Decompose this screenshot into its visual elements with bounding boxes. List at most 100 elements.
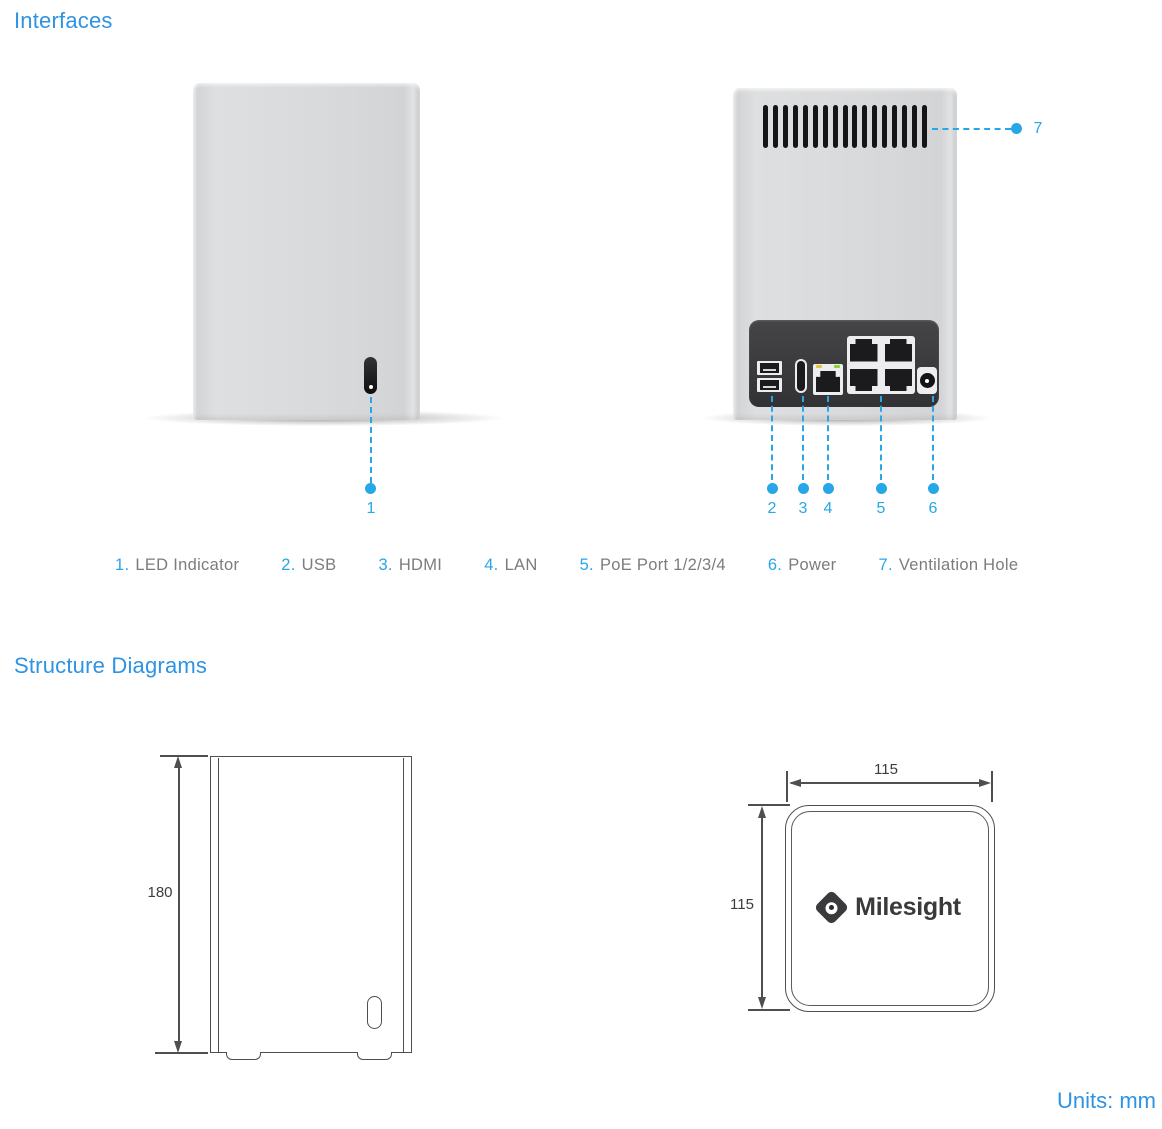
panel-seam-right (403, 758, 404, 1052)
vent-slot (822, 105, 828, 148)
poe-port-4 (884, 368, 912, 391)
callout-line-5 (880, 396, 882, 480)
milesight-logo: Milesight (785, 886, 995, 928)
top-outline-inner-edge (791, 811, 989, 1006)
milesight-logo-icon (813, 889, 850, 925)
legend-label: LAN (504, 556, 538, 574)
vent-slot (862, 105, 868, 148)
depth-dimension-label: 115 (730, 896, 754, 913)
callout-line-2 (771, 396, 773, 480)
callout-dot-3 (798, 483, 809, 494)
dimension-tick-right (991, 771, 993, 802)
callout-line-4 (827, 396, 829, 480)
arrow-left-icon (789, 778, 801, 787)
dimension-tick-bottom2 (748, 1009, 790, 1011)
callout-line-3 (802, 396, 804, 480)
vent-slot (892, 105, 898, 148)
milesight-logo-text: Milesight (855, 892, 961, 921)
power-jack-pin (925, 378, 929, 383)
device-foot-left (226, 1052, 261, 1060)
arrow-up-icon (757, 806, 766, 818)
legend-label: USB (301, 556, 337, 574)
dimension-line-height (178, 764, 180, 1046)
usb-port-bottom (757, 378, 782, 392)
callout-number-4: 4 (823, 500, 833, 517)
panel-seam-left (218, 758, 219, 1052)
legend-item-hdmi: 3. HDMI (378, 556, 442, 575)
callout-line-6 (932, 396, 934, 480)
vent-slot (782, 105, 788, 148)
legend-number: 4. (484, 556, 499, 574)
vent-slot (792, 105, 798, 148)
nvr-front-view (193, 83, 420, 420)
legend-number: 1. (115, 556, 130, 574)
legend-number: 3. (378, 556, 393, 574)
dimension-line-depth (761, 813, 763, 1003)
width-dimension-label: 115 (874, 761, 898, 778)
poe-port-3 (850, 368, 878, 391)
legend-item-poe: 5. PoE Port 1/2/3/4 (580, 556, 726, 575)
arrow-down-icon (174, 1041, 182, 1053)
lan-jack (816, 371, 840, 392)
poe-ports (847, 336, 915, 394)
ventilation-slots (763, 105, 927, 148)
led-outline (367, 996, 382, 1029)
poe-port-2 (884, 339, 912, 362)
interfaces-section-title: Interfaces (14, 8, 113, 33)
callout-line-7 (932, 128, 1011, 130)
led-dot (368, 385, 373, 389)
dimension-tick-top (160, 755, 208, 757)
vent-slot (922, 105, 927, 148)
callout-dot-6 (928, 483, 939, 494)
callout-dot-1 (365, 483, 376, 494)
legend-label: Power (788, 556, 837, 574)
usb-ports (757, 361, 782, 392)
callout-number-6: 6 (928, 500, 938, 517)
arrow-up-icon (174, 756, 182, 768)
lan-port (813, 364, 843, 395)
legend-item-usb: 2. USB (281, 556, 336, 575)
legend-item-ventilation: 7.Ventilation Hole (878, 556, 1018, 575)
legend-label: LED Indicator (135, 556, 240, 574)
poe-port-1 (850, 339, 878, 362)
callout-number-5: 5 (876, 500, 886, 517)
vent-slot (772, 105, 778, 148)
callout-number-7: 7 (1033, 120, 1043, 137)
legend-item-led: 1. LED Indicator (115, 556, 239, 575)
callout-dot-2 (767, 483, 778, 494)
legend-item-power: 6.Power (768, 556, 837, 575)
arrow-right-icon (979, 778, 991, 787)
power-jack (917, 367, 937, 394)
legend-number: 7. (878, 556, 893, 574)
callout-dot-7 (1011, 123, 1022, 134)
height-dimension-label: 180 (147, 884, 173, 901)
units-label: Units: mm (1057, 1088, 1156, 1113)
legend-label: PoE Port 1/2/3/4 (599, 556, 726, 574)
vent-slot (872, 105, 878, 148)
vent-slot (882, 105, 888, 148)
lan-led-green (834, 365, 840, 368)
callout-dot-5 (876, 483, 887, 494)
legend-number: 5. (579, 556, 594, 574)
legend-item-lan: 4. LAN (484, 556, 537, 575)
callout-number-2: 2 (767, 500, 777, 517)
dimension-tick-left (786, 771, 788, 802)
vent-slot (902, 105, 908, 148)
vent-slot (763, 105, 768, 148)
legend-number: 2. (281, 556, 296, 574)
vent-slot (912, 105, 918, 148)
legend-label: HDMI (398, 556, 443, 574)
usb-port-top (757, 361, 782, 375)
callout-number-1: 1 (366, 500, 376, 517)
vent-slot (812, 105, 818, 148)
lan-led-yellow (816, 365, 822, 368)
structure-section-title: Structure Diagrams (14, 653, 208, 678)
device-foot-right (357, 1052, 392, 1060)
vent-slot (852, 105, 858, 148)
vent-slot (832, 105, 838, 148)
vent-slot (802, 105, 808, 148)
callout-number-3: 3 (798, 500, 808, 517)
dimension-line-width (791, 782, 988, 784)
vent-slot (842, 105, 848, 148)
